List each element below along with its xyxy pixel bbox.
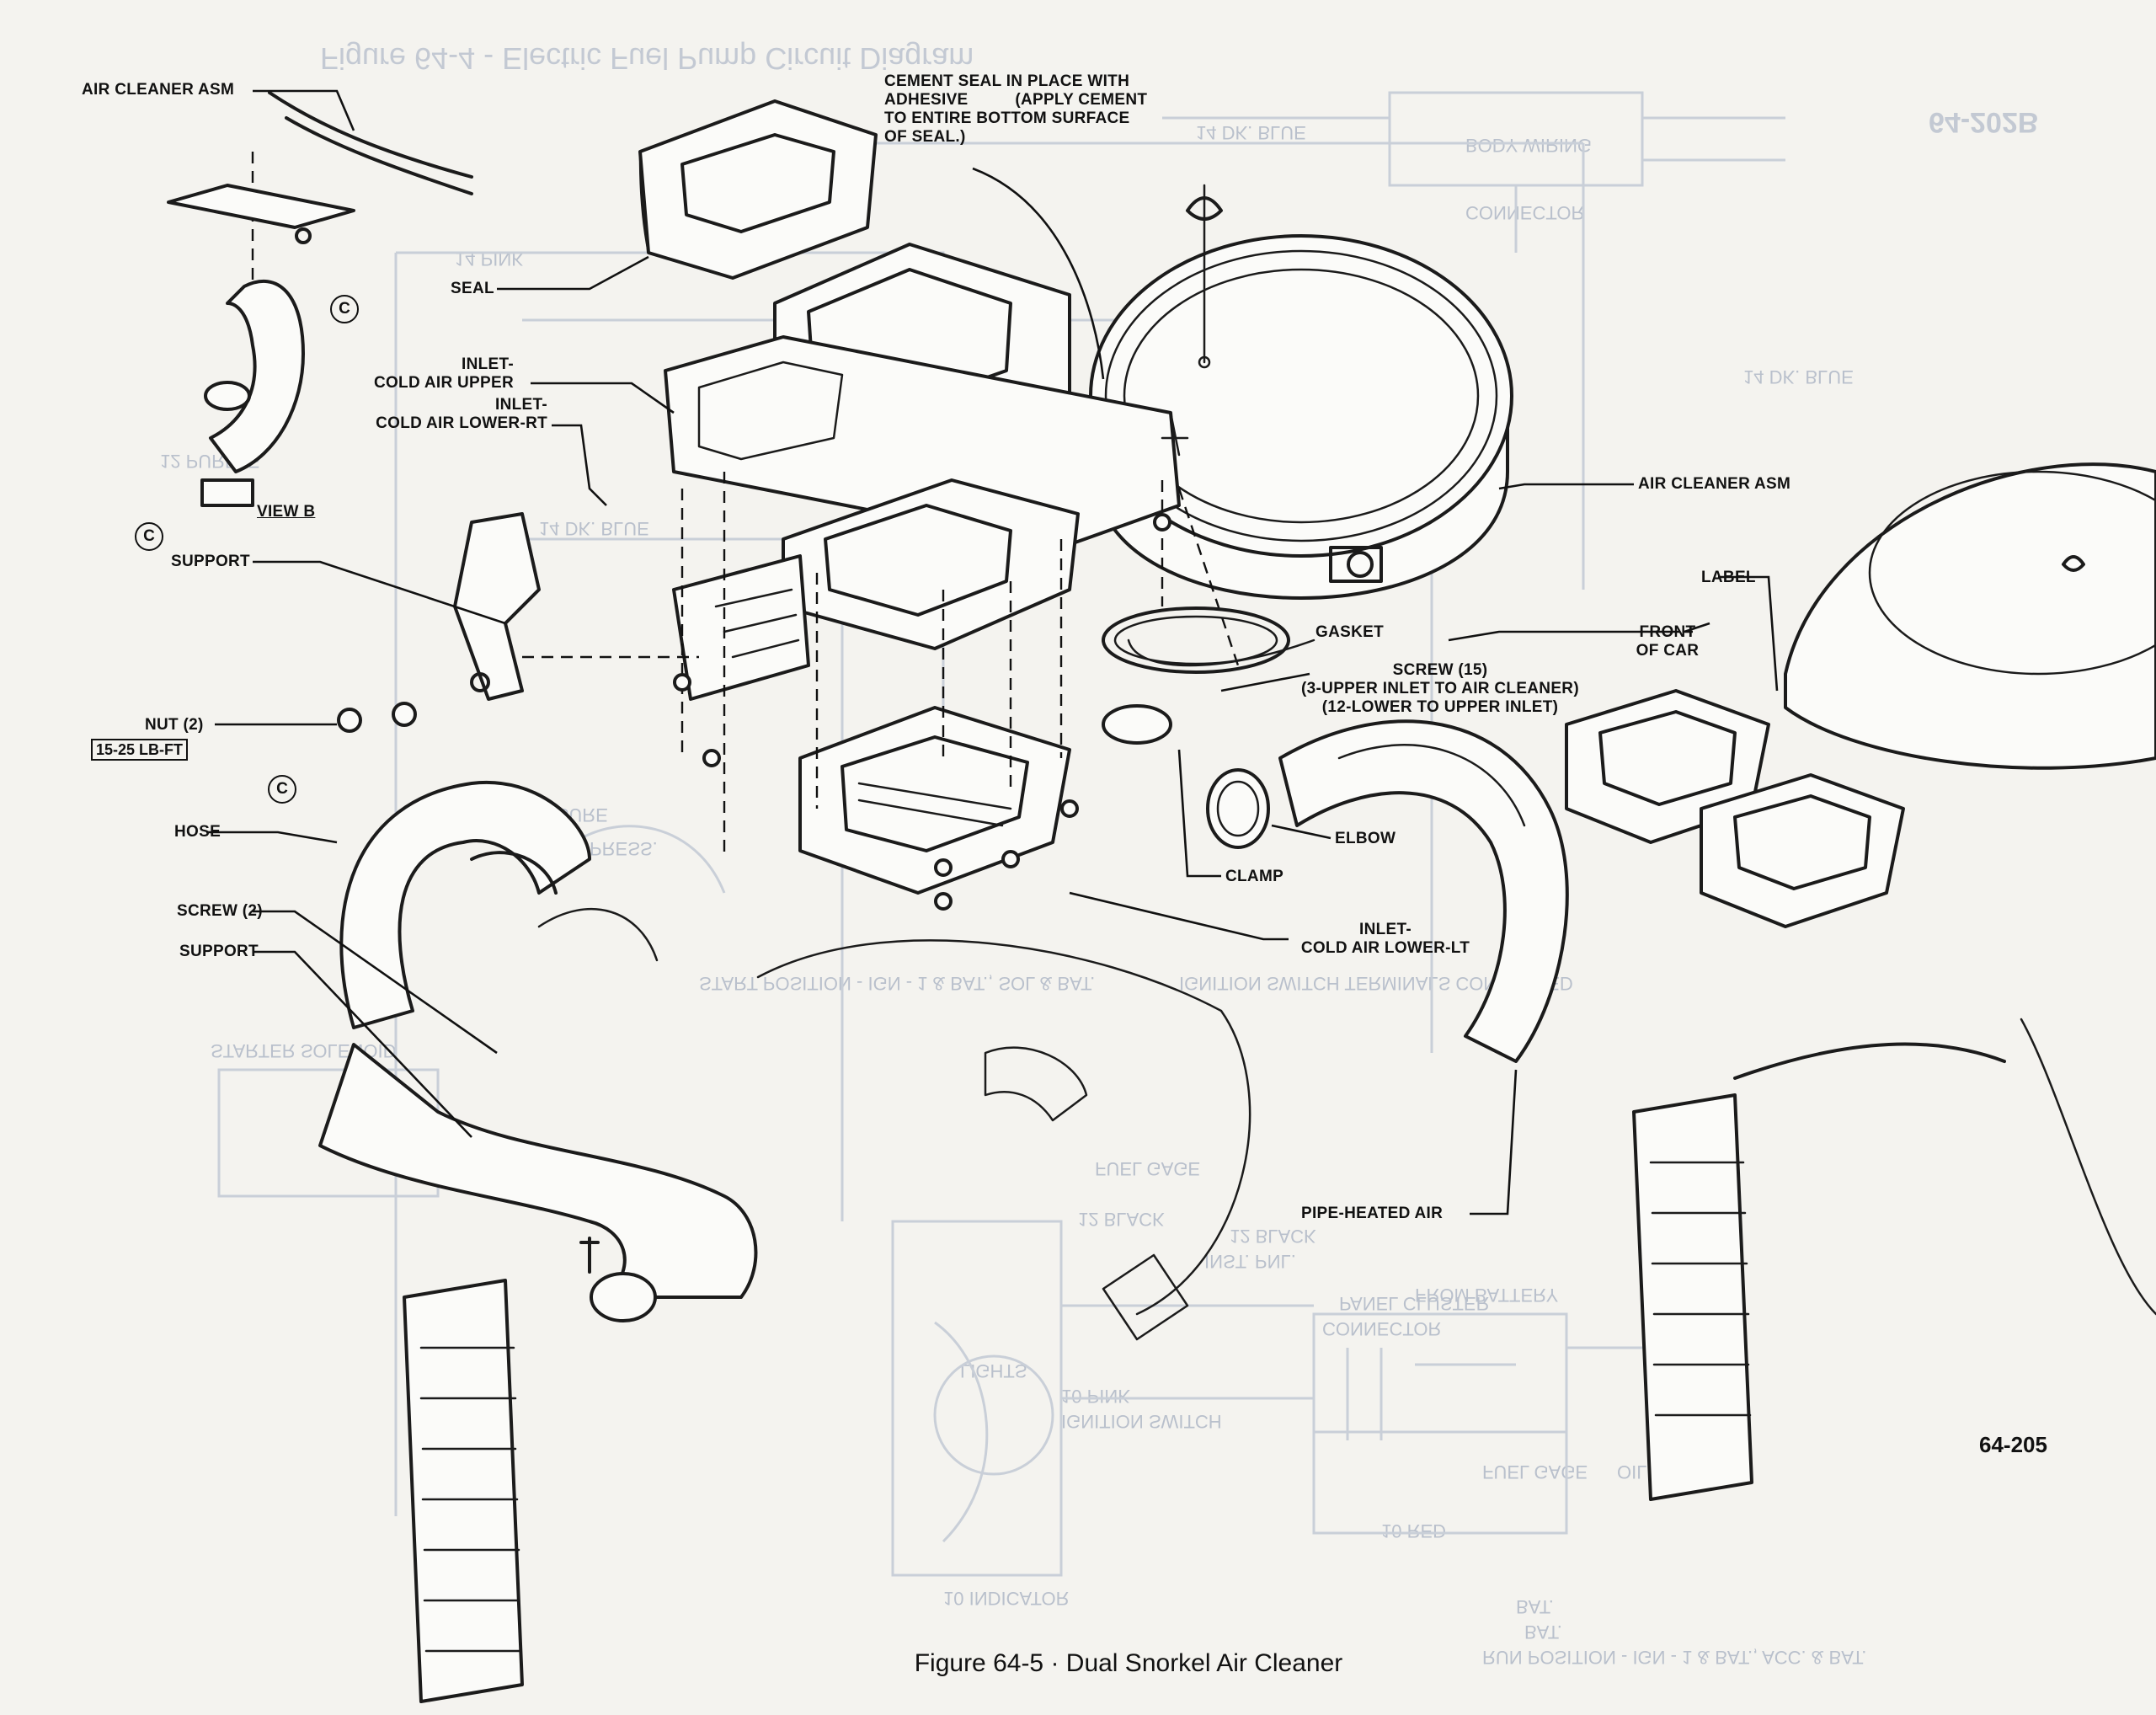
circle-c-hose: C xyxy=(268,775,296,804)
label-nut: NUT (2) xyxy=(145,716,204,734)
bleed-through-text: 12 BLACK xyxy=(1230,1226,1316,1247)
bleed-through-text: 10 RED xyxy=(1381,1520,1446,1541)
bleed-through-text: 10 PINK xyxy=(1061,1386,1130,1407)
view-b-detail xyxy=(167,91,473,507)
label-gasket: GASKET xyxy=(1315,623,1384,641)
bleed-through-text: CONNECTOR xyxy=(1465,202,1584,223)
figure-caption: Figure 64-5 · Dual Snorkel Air Cleaner xyxy=(914,1649,1343,1677)
bleed-through-text: FUEL GAGE xyxy=(1482,1461,1588,1483)
label-inlet-cold-air-lower-rt: INLET- COLD AIR LOWER-RT xyxy=(376,396,547,432)
pipe-heated-air-part xyxy=(1278,719,1569,1063)
bleed-through-text: RUN POSITION - IGN - 1 & BAT., ACC. & BA… xyxy=(1482,1647,1866,1668)
label-support-upper: SUPPORT xyxy=(171,553,250,570)
label-front-of-car: FRONT OF CAR xyxy=(1636,623,1700,660)
bleed-through-text: BAT. xyxy=(1516,1596,1554,1617)
figure-number: 64-205 xyxy=(1979,1432,2047,1457)
bleed-through-text: FROM BATTERY xyxy=(1415,1285,1559,1306)
inlet-lower-rt-part xyxy=(672,478,1080,701)
label-view-b: VIEW B xyxy=(257,503,316,521)
circle-c-view-b: C xyxy=(330,295,359,323)
inlet-upper-part xyxy=(664,243,1189,549)
label-elbow: ELBOW xyxy=(1335,830,1396,847)
bleed-through-text: 14 DK. BLUE xyxy=(1743,366,1854,387)
inlet-lower-lt-part xyxy=(798,706,1071,895)
label-pipe-heated-air: PIPE-HEATED AIR xyxy=(1301,1205,1444,1222)
bleed-through-text: INST. PNL. xyxy=(1204,1251,1296,1272)
label-label: LABEL xyxy=(1701,569,1756,586)
bleed-through-text: PANEL CLUSTER xyxy=(1339,1293,1490,1314)
bleed-through-text: 14 DK. BLUE xyxy=(1196,122,1306,143)
torque-spec-box: 15-25 LB-FT xyxy=(91,739,189,761)
bleed-through-text: BAT. xyxy=(1524,1622,1562,1643)
seal-part xyxy=(638,99,878,280)
bleed-through-text: CONNECTOR xyxy=(1322,1318,1441,1339)
support-part-1 xyxy=(453,512,541,701)
label-screw-15: SCREW (15) (3-UPPER INLET TO AIR CLEANER… xyxy=(1301,661,1579,716)
lower-pipe xyxy=(318,1043,758,1322)
bleed-through-text: 10 INDICATOR xyxy=(943,1588,1070,1609)
bleed-through-text: IGNITION SWITCH xyxy=(1061,1411,1222,1432)
engine-outline xyxy=(537,908,1251,1341)
snorkel-left xyxy=(403,1279,524,1703)
bleed-through-text: PRESS. xyxy=(590,838,658,859)
air-cleaner-main xyxy=(1089,184,1513,667)
elbow-and-clamp xyxy=(1102,704,1270,849)
circle-c-support: C xyxy=(135,522,163,551)
label-seal: SEAL xyxy=(451,280,494,297)
label-air-cleaner-asm-top: AIR CLEANER ASM xyxy=(82,81,235,99)
label-clamp: CLAMP xyxy=(1225,868,1284,885)
label-hose: HOSE xyxy=(174,823,221,841)
screws xyxy=(337,513,1171,911)
bleed-through-text: 12 BLACK xyxy=(1078,1209,1165,1230)
label-inlet-cold-air-lower-lt: INLET- COLD AIR LOWER-LT xyxy=(1300,921,1470,957)
label-screw-2: SCREW (2) xyxy=(177,902,263,920)
hose-part xyxy=(339,780,591,1029)
leader-lines xyxy=(206,89,1779,1215)
label-air-cleaner-asm-right: AIR CLEANER ASM xyxy=(1638,475,1791,493)
bleed-through-text: OIL xyxy=(1617,1461,1646,1483)
bleed-through-text: START POSITION - IGN - 1 & BAT., SOL & B… xyxy=(699,973,1095,994)
label-support-lower: SUPPORT xyxy=(179,943,259,960)
air-cleaner-right xyxy=(1565,462,2156,1501)
bleed-through-text: 14 DK. BLUE xyxy=(539,518,649,539)
label-inlet-cold-air-upper: INLET- COLD AIR UPPER xyxy=(373,355,514,392)
screw-alignment-lines xyxy=(251,152,1240,859)
bleed-through-text: BODY WIRING xyxy=(1465,135,1592,156)
gasket-part xyxy=(1102,606,1290,674)
bleed-through-text: FUEL GAGE xyxy=(1095,1158,1200,1179)
label-cement-seal-note: CEMENT SEAL IN PLACE WITH ADHESIVE (APPL… xyxy=(884,72,1148,146)
